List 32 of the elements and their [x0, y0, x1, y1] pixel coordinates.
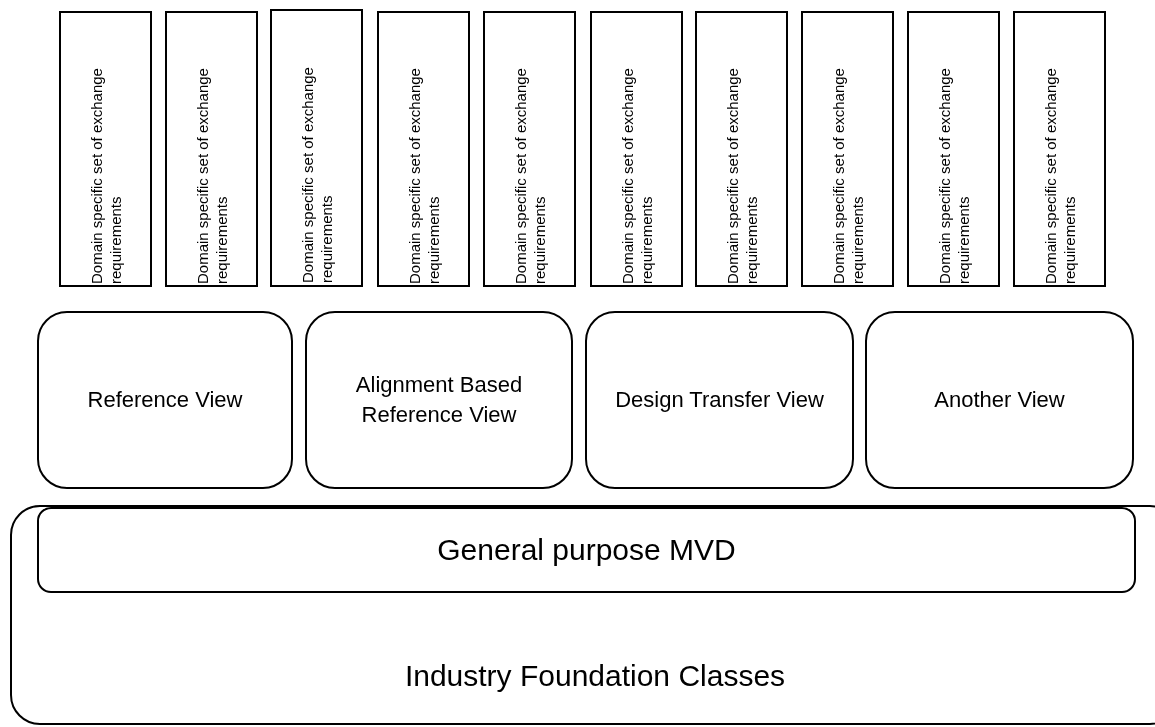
view-box — [305, 311, 573, 489]
box-label: General purpose MVD — [437, 533, 736, 567]
box-label: Domain specific set of exchange requirements — [1040, 67, 1079, 284]
view-box — [865, 311, 1134, 489]
view-box — [585, 311, 854, 489]
requirements-box — [165, 11, 258, 287]
mvd-band — [37, 507, 1136, 593]
requirements-box — [907, 11, 1000, 287]
foundation-band — [10, 505, 1155, 725]
box-label: Domain specific set of exchange requirements — [617, 67, 656, 284]
box-label: Design Transfer View — [615, 386, 824, 414]
requirements-box — [59, 11, 152, 287]
box-label: Domain specific set of exchange requirements — [86, 67, 125, 284]
box-label: Domain specific set of exchange requirements — [297, 66, 336, 283]
requirements-box — [270, 9, 363, 287]
box-label: Another View — [934, 386, 1065, 414]
box-label: Alignment Based Reference View — [354, 371, 524, 429]
requirements-box — [695, 11, 788, 287]
requirements-box — [483, 11, 576, 287]
box-label: Domain specific set of exchange requirements — [722, 67, 761, 284]
box-label: Domain specific set of exchange requirements — [934, 67, 973, 284]
requirements-box — [377, 11, 470, 287]
box-label: Domain specific set of exchange requirements — [404, 67, 443, 284]
box-label: Domain specific set of exchange requirements — [510, 67, 549, 284]
box-label: Domain specific set of exchange requirements — [828, 67, 867, 284]
box-label: Reference View — [87, 386, 243, 414]
view-box — [37, 311, 293, 489]
requirements-box — [801, 11, 894, 287]
box-label: Industry Foundation Classes — [404, 659, 786, 693]
requirements-box — [590, 11, 683, 287]
box-label: Domain specific set of exchange requirements — [192, 67, 231, 284]
requirements-box — [1013, 11, 1106, 287]
